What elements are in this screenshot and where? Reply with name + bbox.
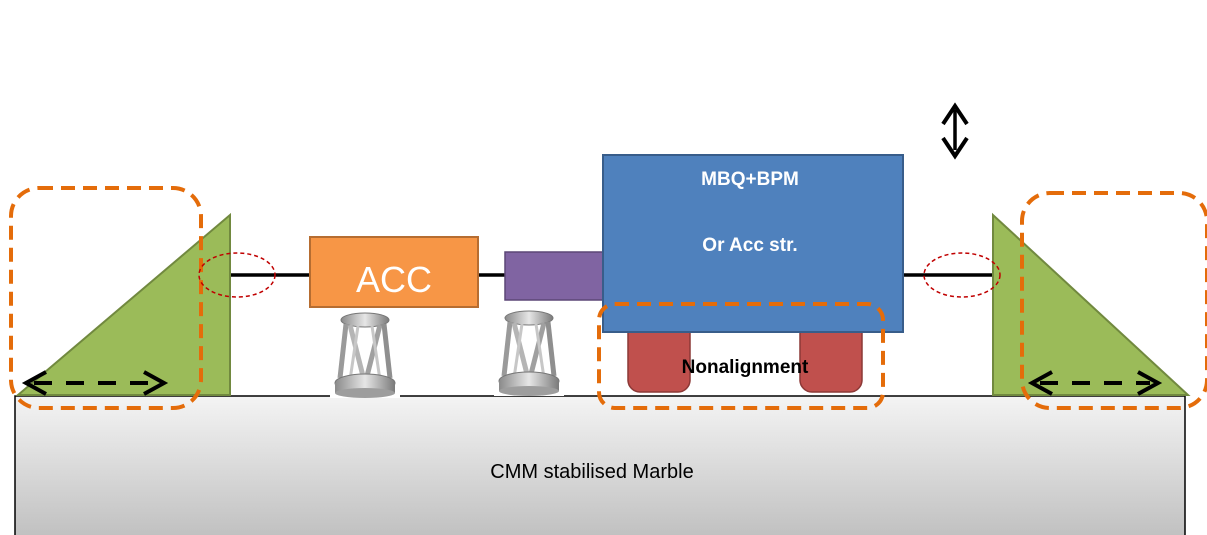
purple-block	[504, 251, 606, 301]
hexapod-icon	[330, 308, 400, 398]
left-wedge	[15, 212, 231, 396]
left-contact-ellipse	[198, 252, 276, 298]
acc-label: ACC	[356, 259, 432, 300]
double-headed-vertical-arrow-icon	[941, 102, 969, 160]
right-contact-ellipse	[923, 252, 1001, 298]
acc-block	[309, 236, 479, 308]
marble-label: CMM stabilised Marble	[490, 461, 693, 483]
marble-base	[14, 395, 1186, 535]
right-adjustment-highlight	[1020, 191, 1207, 410]
right-wedge	[992, 212, 1191, 396]
mbq-label-line1: MBQ+BPM	[701, 169, 799, 190]
dashed-double-headed-arrow-icon	[1027, 370, 1163, 396]
mbq-label-line2: Or Acc str.	[702, 235, 797, 256]
nonalignment-label: Nonalignment	[682, 357, 809, 378]
hexapod-icon	[494, 306, 564, 396]
left-adjustment-highlight	[9, 186, 203, 410]
nonalignment-highlight	[597, 302, 885, 410]
dashed-double-headed-arrow-icon	[21, 370, 169, 396]
